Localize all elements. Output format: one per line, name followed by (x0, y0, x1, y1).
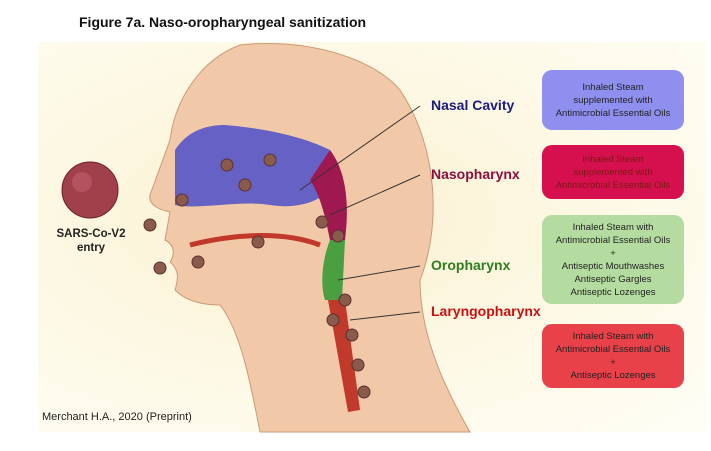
figure-title: Figure 7a. Naso-oropharyngeal sanitizati… (79, 14, 367, 30)
label-nasopharynx: Nasopharynx (431, 166, 520, 182)
treatment-line: + (610, 357, 616, 368)
label-nasal-cavity: Nasal Cavity (431, 97, 515, 113)
treatment-line: Antiseptic Lozenges (570, 370, 656, 381)
oropharynx (322, 240, 345, 300)
treatment-line: + (610, 247, 616, 259)
citation-credit: Merchant H.A., 2020 (Preprint) (42, 411, 192, 423)
laryngopharynx-treatment-box: Inhaled Steam with Antimicrobial Essenti… (542, 324, 684, 388)
treatment-line: Antimicrobial Essential Oils (555, 234, 671, 246)
sars-cov-2-virus-icon (61, 161, 119, 219)
nasopharynx-treatment-box: Inhaled Steam supplemented with Antimicr… (542, 145, 684, 199)
treatment-line: supplemented with (573, 94, 653, 106)
label-laryngopharynx: Laryngopharynx (431, 303, 541, 319)
treatment-line: Inhaled Steam (582, 81, 644, 93)
nasal-cavity (175, 125, 340, 207)
label-oropharynx: Oropharynx (431, 257, 511, 273)
oral-cavity (189, 233, 321, 248)
treatment-line: Antimicrobial Essential Oils (555, 179, 671, 191)
treatment-line: Antiseptic Lozenges (570, 286, 656, 298)
treatment-line: Antimicrobial Essential Oils (555, 344, 671, 355)
virus-particles (143, 153, 371, 399)
virus-label-line1: SARS-Co-V2 (56, 228, 126, 240)
virus-entry-label: SARS-Co-V2 entry (46, 227, 136, 255)
laryngopharynx (328, 300, 360, 412)
nasal-cavity-treatment-box: Inhaled Steam supplemented with Antimicr… (542, 70, 684, 130)
treatment-line: Antimicrobial Essential Oils (555, 107, 671, 119)
leader-lines (299, 105, 421, 321)
treatment-line: Antiseptic Gargles (574, 273, 652, 285)
nasopharynx (310, 150, 347, 240)
treatment-line: Antiseptic Mouthwashes (561, 260, 665, 272)
virus-label-line2: entry (76, 242, 106, 254)
head-profile (149, 42, 471, 433)
oropharynx-treatment-box: Inhaled Steam with Antimicrobial Essenti… (542, 215, 684, 304)
treatment-line: Inhaled Steam with (572, 221, 654, 233)
treatment-line: supplemented with (573, 166, 653, 178)
treatment-line: Inhaled Steam with (572, 331, 654, 342)
treatment-line: Inhaled Steam (582, 153, 644, 165)
